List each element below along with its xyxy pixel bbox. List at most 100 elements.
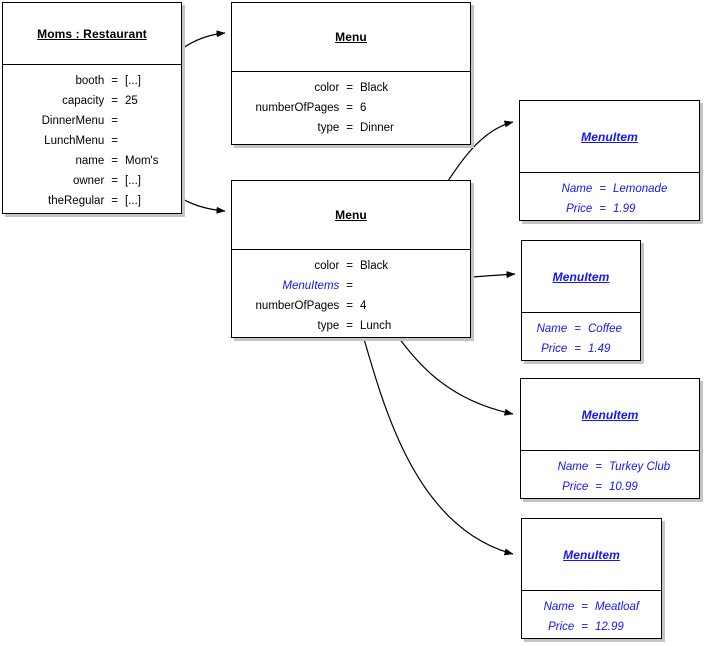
slot-value: Dinner — [360, 122, 394, 134]
slot-capacity: capacity = 25 — [3, 91, 165, 111]
slot-type: type = Lunch — [232, 316, 470, 336]
object-header: Menu — [232, 3, 470, 71]
slot-equals: = — [346, 260, 353, 272]
slot-name: capacity — [62, 95, 105, 107]
slot-value: Black — [360, 260, 389, 272]
object-title: MenuItem — [581, 407, 639, 422]
slot-value: Lunch — [360, 320, 392, 332]
slot-name-label: Price — [566, 203, 593, 215]
slot-value: Lemonade — [613, 183, 668, 195]
slot-name: type — [317, 122, 340, 134]
slot-equals: = — [346, 82, 353, 94]
slot-value: Mom's — [125, 155, 159, 167]
slot-dinnermenu: DinnerMenu = — [3, 111, 165, 131]
slot-equals: = — [574, 323, 581, 335]
slot-value: 6 — [360, 102, 367, 114]
slot-name: Name = Turkey Club — [521, 457, 691, 477]
slot-name: color — [314, 82, 340, 94]
slot-price: Price = 12.99 — [522, 617, 653, 637]
object-title: MenuItem — [563, 547, 620, 562]
slot-equals: = — [346, 300, 353, 312]
slot-equals: = — [346, 102, 353, 114]
slot-equals: = — [111, 95, 118, 107]
object-divider — [232, 249, 470, 250]
slot-value: [...] — [125, 195, 141, 207]
slot-value: 1.49 — [588, 343, 611, 355]
slot-list: Name = Turkey Club Price = 10.99 — [521, 451, 699, 503]
slot-name: Name = Meatloaf — [522, 597, 653, 617]
object-divider — [232, 71, 470, 72]
object-title: MenuItem — [552, 269, 610, 284]
slot-name-label: Price — [548, 621, 575, 633]
slot-name: numberOfPages — [255, 102, 340, 114]
slot-price: Price = 1.99 — [520, 199, 691, 219]
object-box-menuitem-coffee[interactable]: MenuItem Name = Coffee Price = 1.49 — [521, 240, 641, 361]
slot-name: MenuItems — [282, 280, 340, 292]
slot-equals: = — [111, 75, 118, 87]
slot-equals: = — [111, 195, 118, 207]
object-divider — [522, 590, 661, 591]
slot-menuitems: MenuItems = — [232, 276, 470, 296]
object-header: MenuItem — [520, 101, 699, 172]
object-box-restaurant[interactable]: Moms : Restaurant booth = [...] capacity… — [2, 2, 182, 214]
slot-equals: = — [595, 461, 602, 473]
slot-list: Name = Meatloaf Price = 12.99 — [522, 591, 661, 643]
object-title: Menu — [335, 208, 367, 222]
slot-theregular: theRegular = [...] — [3, 191, 165, 211]
slot-equals: = — [111, 175, 118, 187]
slot-name-label: Name — [561, 183, 593, 195]
slot-value: [...] — [125, 75, 141, 87]
object-title: MenuItem — [581, 129, 638, 144]
slot-lunchmenu: LunchMenu = — [3, 131, 165, 151]
object-box-menu-lunch[interactable]: Menu color = Black MenuItems = numberOfP… — [231, 180, 471, 338]
slot-value: 12.99 — [595, 621, 624, 633]
slot-numberofpages: numberOfPages = 4 — [232, 296, 470, 316]
slot-list: color = Black numberOfPages = 6 type = D… — [232, 72, 470, 144]
slot-price: Price = 10.99 — [521, 477, 691, 497]
slot-value: Black — [360, 82, 389, 94]
slot-equals: = — [574, 343, 581, 355]
object-box-menuitem-turkeyclub[interactable]: MenuItem Name = Turkey Club Price = 10.9… — [520, 378, 700, 499]
slot-list: Name = Coffee Price = 1.49 — [522, 313, 640, 365]
slot-equals: = — [111, 155, 118, 167]
object-box-menuitem-lemonade[interactable]: MenuItem Name = Lemonade Price = 1.99 — [519, 100, 700, 221]
object-header: MenuItem — [522, 519, 661, 590]
object-title: Moms : Restaurant — [37, 26, 147, 41]
slot-name-label: name — [75, 155, 105, 167]
slot-equals: = — [595, 481, 602, 493]
slot-name: booth — [75, 75, 105, 87]
slot-equals: = — [581, 621, 588, 633]
slot-equals: = — [111, 115, 118, 127]
slot-price: Price = 1.49 — [522, 339, 632, 359]
slot-numberofpages: numberOfPages = 6 — [232, 98, 470, 118]
object-divider — [520, 172, 699, 173]
object-box-menu-dinner[interactable]: Menu color = Black numberOfPages = 6 typ… — [231, 2, 471, 145]
slot-color: color = Black — [232, 256, 470, 276]
slot-name: theRegular — [48, 195, 105, 207]
slot-type: type = Dinner — [232, 118, 470, 138]
slot-name-label: Name — [536, 323, 568, 335]
slot-equals: = — [111, 135, 118, 147]
slot-name-label: Name — [557, 461, 589, 473]
slot-equals: = — [599, 183, 606, 195]
slot-name: color — [314, 260, 340, 272]
slot-name-label: Price — [541, 343, 568, 355]
slot-name: LunchMenu — [44, 135, 105, 147]
slot-equals: = — [346, 280, 353, 292]
slot-equals: = — [581, 601, 588, 613]
object-divider — [522, 312, 640, 313]
slot-value: Turkey Club — [609, 461, 671, 473]
object-box-menuitem-meatloaf[interactable]: MenuItem Name = Meatloaf Price = 12.99 — [521, 518, 662, 639]
slot-value: 4 — [360, 300, 367, 312]
slot-list: color = Black MenuItems = numberOfPages … — [232, 250, 470, 342]
slot-value: [...] — [125, 175, 141, 187]
object-divider — [3, 64, 181, 65]
object-title: Menu — [335, 30, 367, 44]
slot-name: Name = Coffee — [522, 319, 632, 339]
object-header: Moms : Restaurant — [3, 3, 181, 64]
slot-owner: owner = [...] — [3, 171, 165, 191]
slot-name: type — [317, 320, 340, 332]
slot-equals: = — [346, 320, 353, 332]
slot-name-label: Price — [562, 481, 589, 493]
